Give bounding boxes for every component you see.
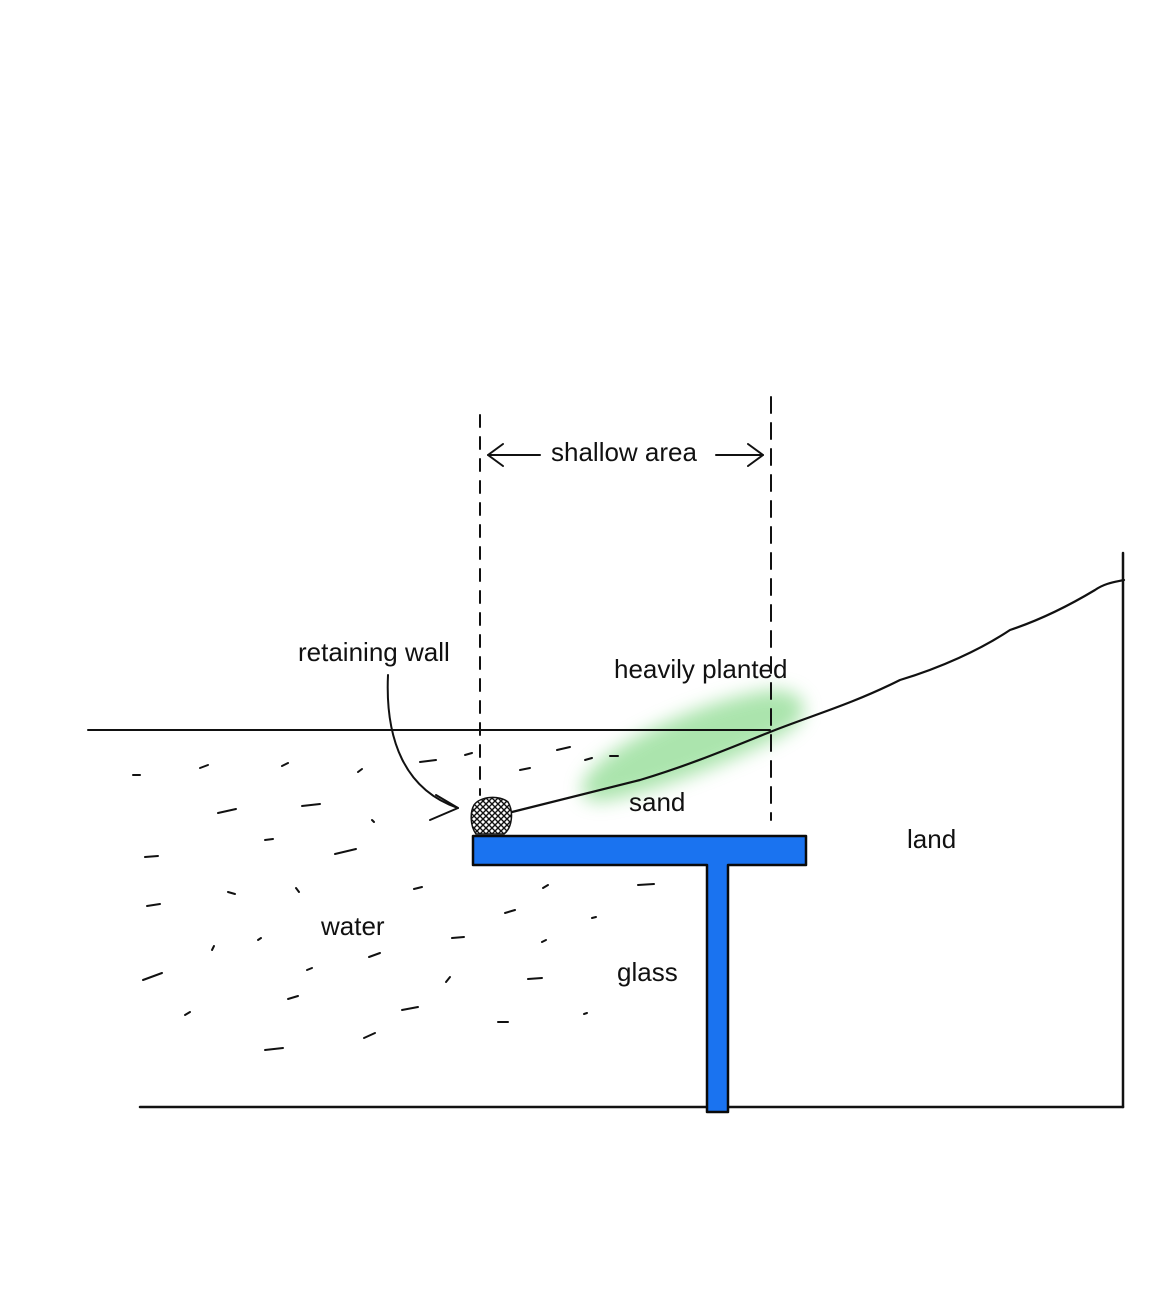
water-dash: [527, 977, 543, 980]
water-dash: [144, 855, 159, 858]
water-dash: [199, 764, 209, 769]
water-dash: [504, 909, 516, 914]
water-dash: [419, 759, 437, 763]
water-dash: [519, 767, 531, 771]
planting-patch: [581, 689, 804, 802]
water-dash: [217, 808, 237, 814]
label-shallow-area: shallow area: [551, 437, 698, 467]
water-dash: [357, 768, 363, 773]
shallow-area-right-arrow: [715, 443, 764, 467]
water-dash: [306, 967, 313, 971]
retaining-wall-mesh: [470, 796, 513, 835]
label-heavily-planted: heavily planted: [614, 654, 787, 684]
water-dash: [257, 937, 262, 941]
water-dash: [142, 972, 163, 981]
water-dash: [591, 916, 597, 919]
water-dash: [264, 838, 274, 841]
water-dash: [541, 939, 547, 943]
water-dash: [451, 936, 465, 939]
water-dash: [464, 752, 473, 756]
label-sand: sand: [629, 787, 685, 817]
water-dash: [295, 887, 300, 893]
land-slope-line: [510, 578, 1126, 814]
water-dash: [542, 884, 549, 889]
water-dash: [445, 976, 451, 983]
water-dash: [184, 1011, 191, 1016]
water-dash: [287, 995, 299, 1000]
water-dash: [371, 819, 375, 823]
water-dash: [401, 1006, 419, 1011]
glass-shelf: [471, 834, 808, 1114]
water-dash: [301, 803, 321, 807]
water-dash: [413, 886, 423, 890]
water-dash: [211, 945, 215, 951]
water-dash: [583, 1012, 588, 1015]
water-dash: [556, 746, 571, 751]
water-dash: [584, 757, 593, 761]
label-water: water: [320, 911, 385, 941]
water-dash: [146, 903, 161, 907]
water-dash: [637, 883, 655, 886]
water-dash: [227, 891, 236, 895]
water-texture-dashes: [132, 746, 655, 1051]
label-glass: glass: [617, 957, 678, 987]
water-dash: [368, 952, 381, 958]
water-dash: [363, 1032, 376, 1039]
water-dash: [281, 762, 289, 767]
shallow-area-left-arrow: [487, 443, 541, 467]
label-retaining-wall: retaining wall: [298, 637, 450, 667]
label-land: land: [907, 824, 956, 854]
retaining-wall-pointer-arrow: [386, 674, 459, 821]
water-dash: [334, 848, 357, 855]
water-dash: [264, 1047, 284, 1051]
